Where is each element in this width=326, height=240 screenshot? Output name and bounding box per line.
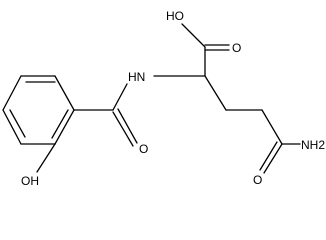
label-primary-amide-nh2: NH2 xyxy=(301,138,325,152)
bond-ch2-to-amide-c xyxy=(261,109,283,145)
bond-cooh-oh xyxy=(181,23,206,48)
bond-nh-to-carbonyl xyxy=(112,83,128,111)
bond-carbonyl-to-o-b xyxy=(117,108,138,144)
label-carboxylic-o: O xyxy=(232,41,241,55)
label-amide-o: O xyxy=(139,142,148,156)
ring-bond-4 xyxy=(2,109,22,145)
ring-inner-double-3 xyxy=(51,109,69,139)
bond-amide-c-to-o-a xyxy=(263,143,283,174)
bond-alpha-to-ch2 xyxy=(204,75,227,111)
ring-bond-6 xyxy=(54,109,75,145)
ring-inner-double-2 xyxy=(9,109,26,138)
bond-ring-to-oh xyxy=(36,143,56,173)
structure-diagram: HO O HN O OH NH2 O xyxy=(2,9,325,188)
label-primary-amide-o: O xyxy=(253,173,262,187)
label-carboxylic-oh: HO xyxy=(166,9,184,23)
ring-bond-1 xyxy=(54,75,75,111)
label-phenol-oh: OH xyxy=(21,174,39,188)
ring-bond-3 xyxy=(2,75,22,111)
bond-amide-c-to-o-b xyxy=(259,141,278,171)
label-amide-nh: HN xyxy=(128,70,145,84)
bond-carbonyl-to-o-a xyxy=(112,111,134,147)
